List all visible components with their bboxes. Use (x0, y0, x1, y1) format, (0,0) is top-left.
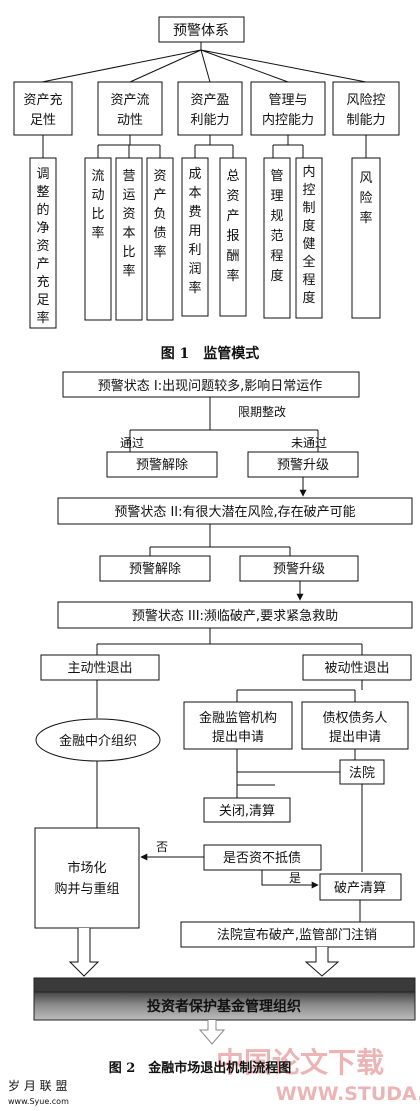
f2-release1-label: 预警解除 (136, 457, 188, 473)
f2-court-label: 法院 (349, 766, 375, 781)
f2-market-line-2: 购并与重组 (54, 881, 119, 897)
f1-ind-box-5-1 (351, 157, 381, 319)
f2-rectify-label: 限期整改 (238, 404, 286, 419)
f1-ind-box-3-2 (219, 157, 247, 317)
f2-regulator-line-2: 提出申请 (212, 729, 264, 745)
f1-ind-box-2-1 (84, 157, 112, 321)
f1-ind-1-1: 调整的净资产充足率 (36, 167, 49, 326)
f1-ind-box-4-2 (295, 157, 323, 319)
f2-yes-arrow (261, 870, 319, 889)
f2-bankruptcy-label: 破产清算 (334, 881, 386, 896)
f1-cat-1-line-2: 足性 (30, 113, 56, 128)
f2-yes-label: 是 (289, 871, 301, 885)
f1-cat-2-line-2: 动性 (117, 113, 143, 128)
f2-upgrade2-box (239, 555, 359, 582)
f2-hollow-arrow-left (68, 928, 100, 977)
f1-cat-4-line-2: 内控能力 (262, 112, 314, 128)
f2-state3-label: 预警状态 III:濒临破产,要求紧急救助 (132, 608, 338, 624)
f2-passive-connectors (236, 680, 363, 702)
f1-ind-2-3: 资产负债率 (153, 169, 166, 260)
f1-ind-2-1: 流动比率 (91, 169, 104, 241)
figure1 (13, 16, 400, 329)
f2-release1-box (106, 451, 218, 478)
f2-passive-exit-label: 被动性退出 (324, 661, 389, 676)
figure2 (33, 371, 416, 1045)
f2-fund-band (33, 991, 416, 1021)
f2-market-box (34, 827, 140, 929)
f1-ind-box-4-1 (263, 157, 291, 319)
f1-drop-connectors (42, 135, 367, 158)
f1-tree-connectors (41, 42, 367, 83)
f2-creditor-line-2: 提出申请 (329, 729, 381, 745)
f2-passive-exit-box (302, 654, 412, 681)
f2-active-exit-box (40, 654, 160, 681)
f2-state2-connectors (149, 524, 291, 556)
f2-hollow-arrow-bottom (198, 1020, 226, 1045)
f2-state2-box (57, 497, 413, 525)
f1-ind-4-2: 内控制度健全程度 (302, 164, 315, 306)
watermark-cn: 中国论文下载 (216, 1046, 384, 1079)
f2-upgrade2-label: 预警升级 (273, 561, 325, 577)
f2-active-exit-label: 主动性退出 (67, 661, 132, 676)
f2-state1-label: 预警状态 I:出现问题较多,影响日常运作 (98, 378, 322, 394)
f1-caption: 图 1 监管模式 (161, 345, 260, 362)
f1-ind-box-3-1 (181, 157, 209, 317)
f1-ind-5-1: 风险率 (359, 171, 372, 226)
f2-close-box (203, 797, 291, 823)
f2-pass-label: 通过 (120, 436, 144, 450)
watermark-url: WWW.STUDA. (276, 1083, 420, 1105)
f1-cat-5-line-1: 风险控 (346, 93, 385, 108)
f2-state1-connectors (129, 397, 319, 452)
f2-caption: 图 2 金融市场退出机制流程图 (109, 1060, 292, 1076)
f2-state3-box (57, 601, 413, 629)
f2-upgrade1-label: 预警升级 (277, 457, 329, 473)
f2-no-label: 否 (156, 840, 168, 854)
f1-ind-3-1: 成本费用利润率 (188, 167, 201, 296)
f2-regulator-line-1: 金融监管机构 (199, 710, 277, 726)
f1-ind-4-1: 管理规范程度 (270, 169, 283, 284)
site-logo-bottom: www.Syue.com (8, 1097, 69, 1106)
f2-state1-box (62, 371, 360, 398)
f2-intermediary-ellipse (35, 718, 161, 762)
site-logo-top: 岁 月 联 盟 (8, 1078, 67, 1093)
f1-root-label: 预警体系 (173, 23, 229, 39)
f2-declare-label: 法院宣布破产,监管部门注销 (217, 927, 377, 943)
f2-insolvent-label: 是否资不抵债 (223, 851, 301, 866)
f2-court-connectors (237, 771, 363, 872)
f2-hollow-arrow-right (304, 947, 340, 977)
f1-cat-2-line-1: 资产流 (110, 93, 149, 108)
f1-ind-box-2-2 (115, 157, 143, 321)
f2-creditor-line-1: 债权债务人 (322, 710, 387, 726)
f2-fail-label: 未通过 (291, 436, 327, 450)
f1-ind-box-2-3 (146, 157, 174, 321)
f2-release2-label: 预警解除 (129, 561, 181, 577)
f2-intermediary-label: 金融中介组织 (59, 733, 137, 749)
f2-state2-label: 预警状态 II:有很大潜在风险,存在破产可能 (114, 504, 355, 520)
f2-fund-band-top (33, 977, 416, 993)
f1-cat-3-line-1: 资产盈 (190, 93, 229, 108)
f2-regulator-box (183, 701, 293, 750)
f2-request-connectors (236, 749, 356, 786)
f1-cat-1-line-1: 资产充 (23, 92, 62, 108)
f2-fund-label: 投资者保护基金管理组织 (147, 998, 301, 1015)
f1-ind-3-2: 总资产报酬率 (226, 169, 239, 284)
f2-declare-box (180, 921, 415, 948)
f1-cat-3-line-2: 利能力 (190, 113, 229, 128)
f2-market-line-1: 市场化 (67, 860, 106, 876)
f1-cat-5-line-2: 制能力 (346, 113, 385, 128)
f1-ind-box-1-1 (29, 157, 57, 329)
f1-cat-4-line-1: 管理与 (268, 93, 307, 108)
f1-ind-2-2: 营运资本比率 (122, 169, 135, 279)
f2-close-label: 关闭,清算 (219, 804, 275, 819)
f2-state3-connectors (96, 628, 363, 655)
f2-release2-box (99, 555, 211, 582)
